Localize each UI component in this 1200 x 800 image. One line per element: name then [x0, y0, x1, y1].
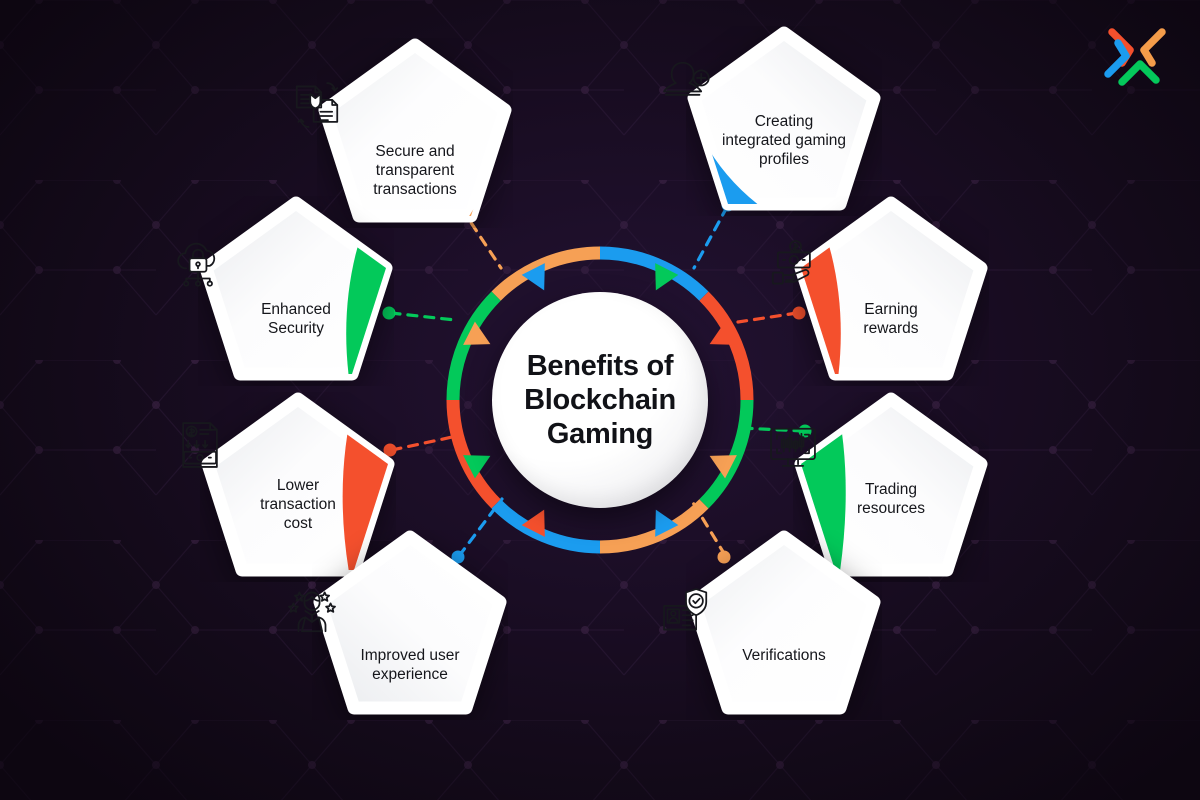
hub-ring [446, 246, 754, 554]
connector-lower-transaction-cost [383, 434, 459, 457]
segment-blue-top-right [599, 246, 709, 301]
node-label: Enhanced Security [261, 301, 331, 338]
node-improved-user-experience[interactable]: Improved user experience [288, 530, 508, 720]
node-label: Lower transaction cost [260, 477, 336, 533]
node-creating-integrated-gaming-profiles[interactable]: Creating integrated gaming profiles [663, 26, 882, 216]
page-title: Benefits of Blockchain Gaming [524, 349, 676, 451]
brand-x-logo[interactable] [1100, 20, 1174, 92]
node-trading-resources[interactable]: Trading resources [770, 392, 989, 582]
center-hub: Benefits of Blockchain Gaming [440, 240, 760, 560]
hub-disc: Benefits of Blockchain Gaming [492, 292, 708, 508]
segment-green-right-lower [699, 399, 754, 509]
node-verifications[interactable]: Verifications [663, 530, 882, 720]
segment-green-left-upper [446, 291, 501, 401]
connector-earning-rewards [736, 306, 806, 324]
connector-enhanced-security [382, 306, 457, 322]
node-earning-rewards[interactable]: Earning rewards [771, 196, 989, 386]
node-label: Earning rewards [863, 301, 919, 338]
segment-red-left-lower [446, 399, 501, 509]
node-label: Creating integrated gaming profiles [721, 113, 847, 169]
user-stars-rating-icon [288, 591, 336, 633]
node-label: Secure and transparent transactions [373, 143, 457, 199]
hub-notches [463, 263, 737, 537]
node-label: Improved user experience [360, 647, 460, 684]
segment-orange-top-left [491, 246, 601, 301]
invoice-money-down-icon [182, 422, 218, 468]
node-secure-transparent-transactions[interactable]: Secure and transparent transactions [295, 38, 513, 228]
node-enhanced-security[interactable]: Enhanced Security [177, 196, 394, 386]
user-add-profile-icon [663, 61, 710, 96]
hand-cash-banknote-icon [771, 240, 811, 285]
node-label: Trading resources [856, 481, 926, 518]
segment-red-right-upper [699, 291, 754, 401]
segment-blue-bottom-left [491, 499, 601, 554]
node-label: Verifications [742, 647, 826, 664]
documents-exchange-shield-icon [295, 82, 339, 128]
id-card-shield-check-icon [663, 588, 708, 631]
cloud-lock-icon [177, 242, 216, 287]
monitor-candlestick-chart-icon [770, 427, 816, 467]
node-lower-transaction-cost[interactable]: Lower transaction cost [182, 392, 396, 582]
